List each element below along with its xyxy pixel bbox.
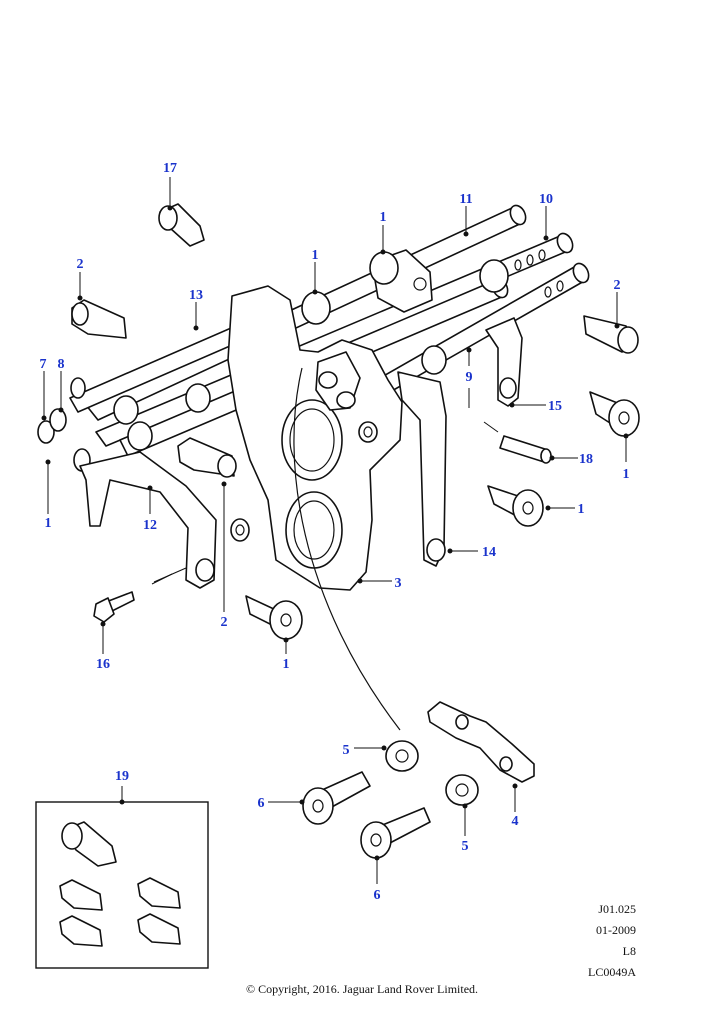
plate-4: [427, 701, 535, 783]
selector-block: [315, 249, 433, 411]
callout-1: 1: [45, 516, 52, 531]
callout-8: 8: [58, 357, 65, 372]
callout-14: 14: [482, 545, 496, 560]
callout-1: 1: [623, 467, 630, 482]
bolt-6-upper: [302, 771, 371, 825]
callout-1: 1: [380, 210, 387, 225]
callout-6: 6: [374, 888, 381, 903]
leader-lines: [41, 177, 629, 884]
callout-4: 4: [512, 814, 519, 829]
bolt-16: [93, 591, 135, 623]
selector-fork-15: [485, 317, 523, 407]
callout-7: 7: [40, 357, 47, 372]
rail-collars: [113, 251, 509, 451]
callout-2: 2: [77, 257, 84, 272]
callout-17: 17: [163, 161, 177, 176]
bolt-1-right-a: [589, 391, 640, 437]
bolt-2-left: [71, 299, 127, 339]
callout-13: 13: [189, 288, 203, 303]
callout-11: 11: [459, 192, 472, 207]
callout-3: 3: [395, 576, 402, 591]
callout-1: 1: [312, 248, 319, 263]
callout-2: 2: [221, 615, 228, 630]
locating-wire: [293, 367, 401, 731]
selector-housing: [227, 285, 403, 591]
callout-19: 19: [115, 769, 129, 784]
illustration-code: LC0049A: [588, 965, 636, 979]
reference-number: J01.025: [598, 902, 636, 916]
bolt-1-right-b: [487, 485, 544, 527]
kit-box-19: [35, 801, 209, 969]
callout-16: 16: [96, 657, 110, 672]
diagram-date: 01-2009: [596, 923, 636, 937]
callout-9: 9: [466, 370, 473, 385]
callout-10: 10: [539, 192, 553, 207]
callout-labels: 17 1 11 10 2 1 13 2 7 8 9 15 18 1 1 1 12…: [40, 161, 630, 903]
selector-fork-12: [79, 451, 217, 589]
bolt-2-center: [177, 437, 237, 478]
callout-6: 6: [258, 796, 265, 811]
callout-1: 1: [578, 502, 585, 517]
model-code: L8: [622, 944, 636, 958]
callout-15: 15: [548, 399, 562, 414]
bolt-1-bottom: [245, 595, 303, 640]
selector-fork-14: [397, 371, 447, 567]
callout-2: 2: [614, 278, 621, 293]
washer-5-upper: [385, 740, 419, 772]
callout-5: 5: [343, 743, 350, 758]
bolt-2-right: [583, 315, 639, 354]
bolt-6-lower: [360, 807, 431, 859]
callout-1: 1: [283, 657, 290, 672]
rail-ends: [37, 377, 91, 472]
callout-18: 18: [579, 452, 593, 467]
washer-2: [230, 518, 250, 542]
washer-5-lower: [445, 774, 479, 806]
dowel-pin-18: [499, 435, 552, 464]
callout-12: 12: [143, 518, 157, 533]
callout-5: 5: [462, 839, 469, 854]
bolt-17: [158, 203, 205, 247]
copyright-notice: © Copyright, 2016. Jaguar Land Rover Lim…: [245, 982, 479, 996]
